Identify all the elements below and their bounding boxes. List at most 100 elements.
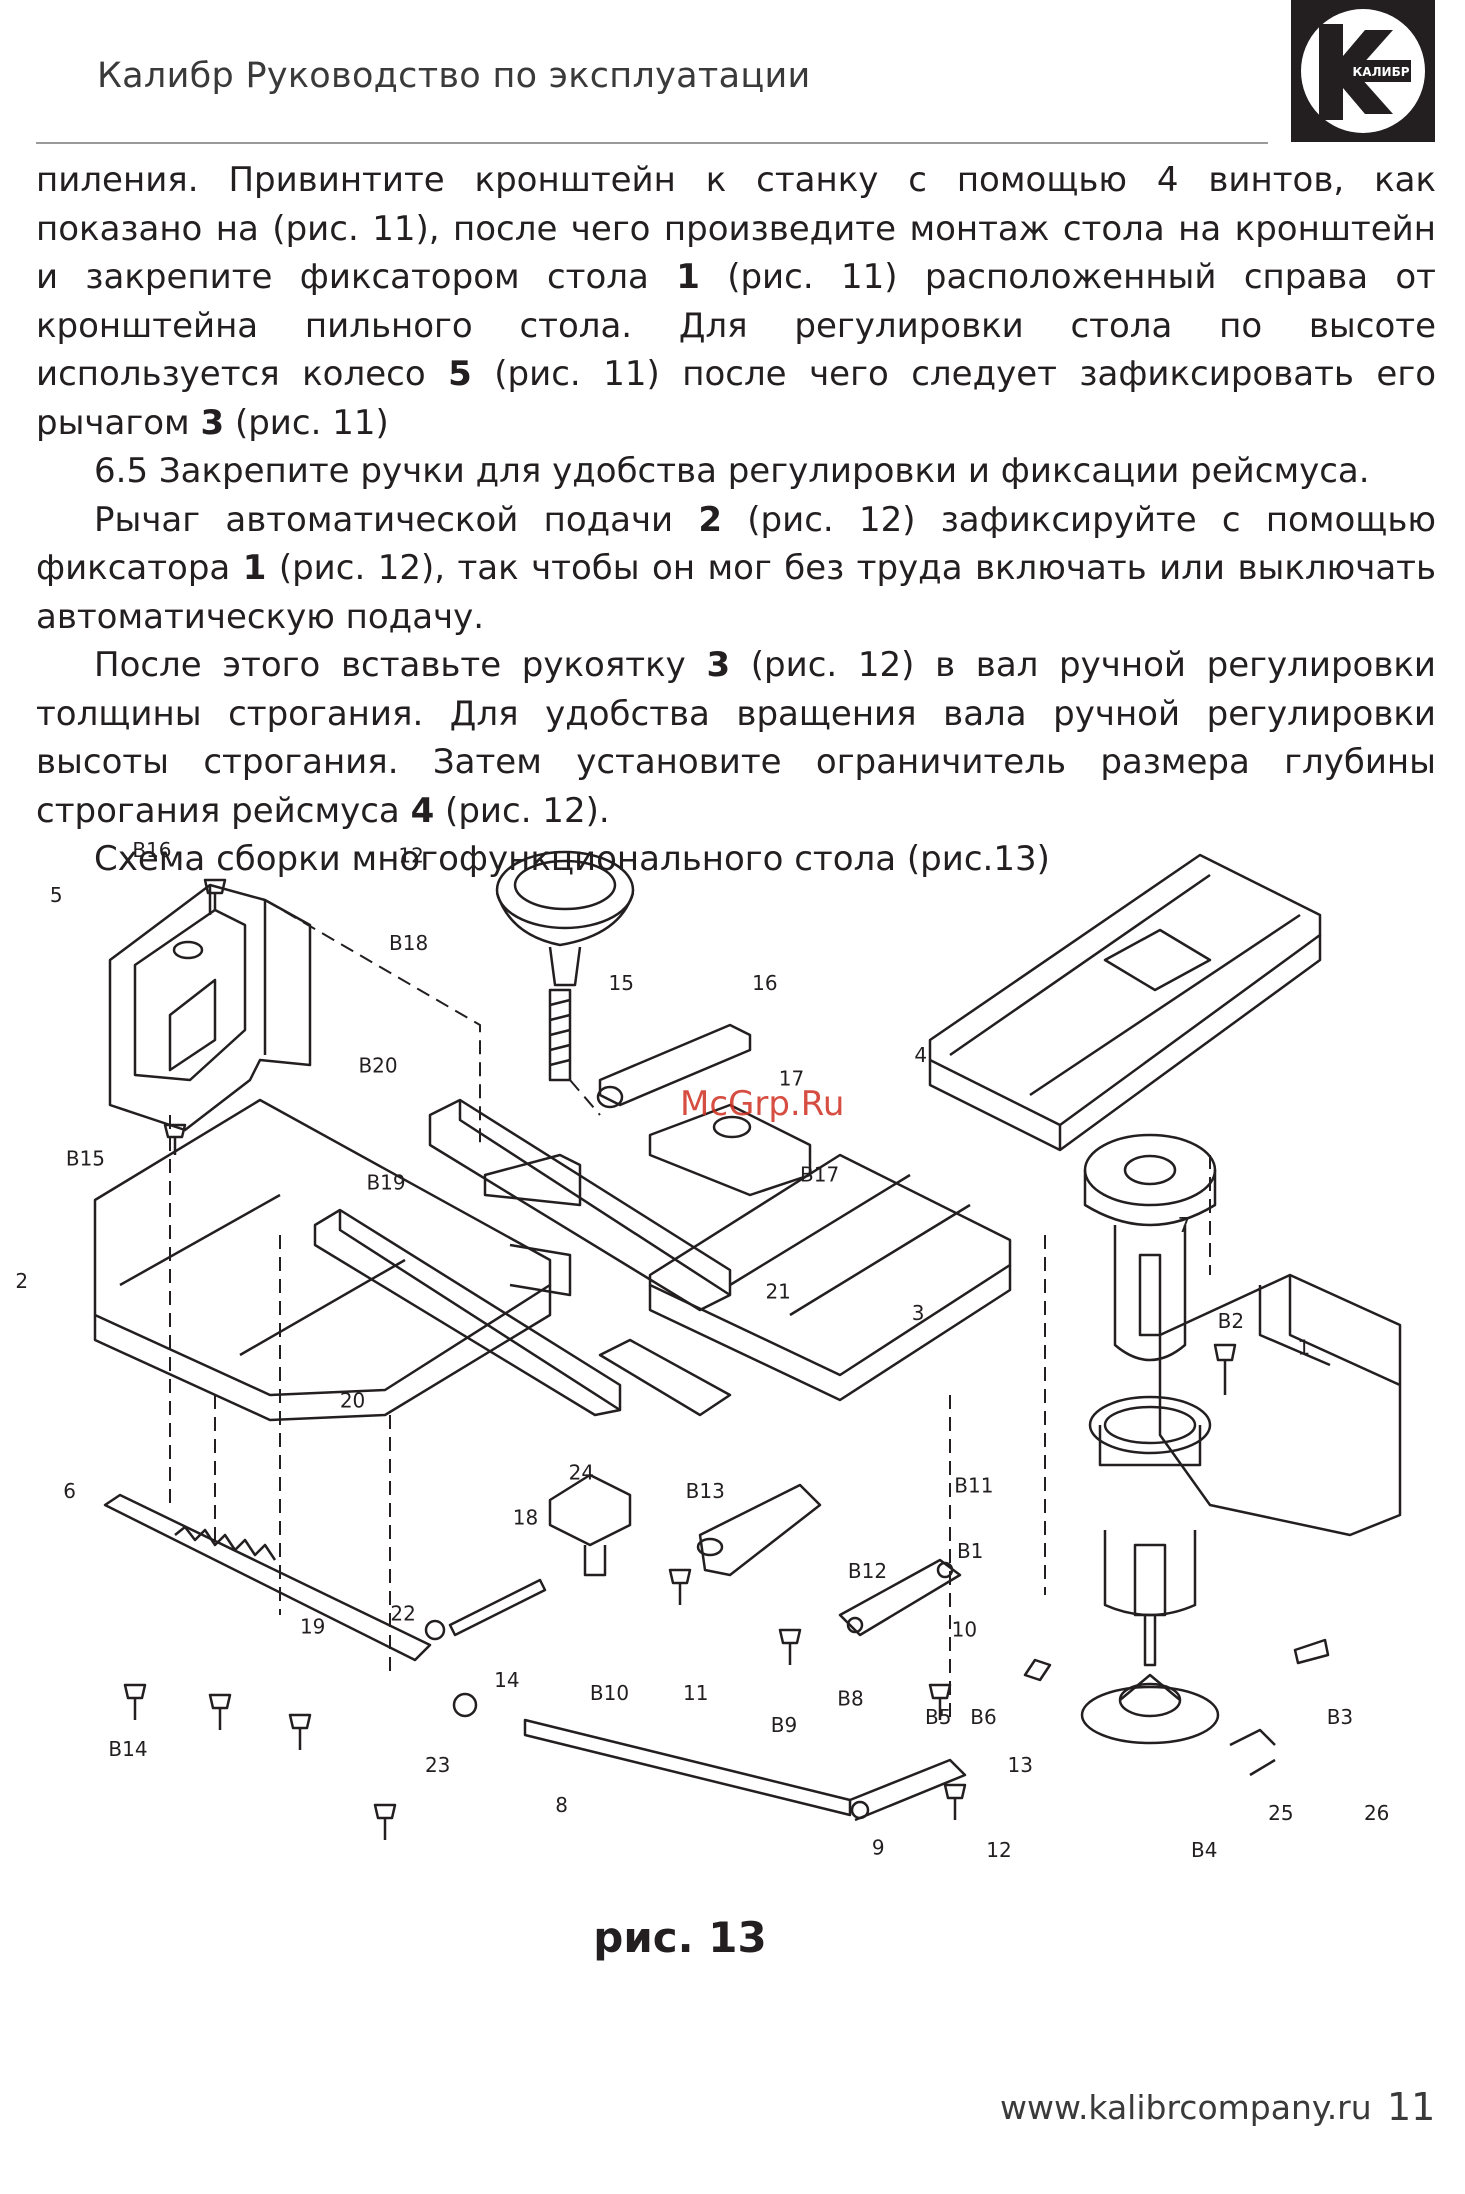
kalibr-logo: КАЛИБР: [1291, 0, 1435, 142]
paragraph: Схема сборки многофункционального стола …: [36, 835, 1436, 884]
part-label: B1: [957, 1539, 983, 1563]
bold-ref: 4: [410, 790, 435, 831]
text-run: (рис. 12) зафиксируйте с помощью фиксато…: [36, 499, 1436, 589]
body-text: пиления. Привинтите кронштейн к станку с…: [36, 156, 1436, 884]
text-run: (рис. 12).: [434, 790, 610, 831]
svg-text:КАЛИБР: КАЛИБР: [1352, 65, 1409, 79]
part-11-plate: [696, 1483, 822, 1577]
part-label: 7: [1178, 1213, 1191, 1237]
part-label: 24: [569, 1460, 594, 1484]
part-label: 1: [1297, 1335, 1310, 1359]
watermark: McGrp.Ru: [680, 1084, 844, 1124]
part-label: B17: [800, 1162, 839, 1186]
part-15-screw: [548, 988, 572, 1082]
part-14-screw: [448, 1578, 547, 1637]
paragraph: После этого вставьте рукоятку 3 (рис. 12…: [36, 641, 1436, 835]
header-title: Калибр Руководство по эксплуатации: [97, 56, 811, 96]
part-label: 8: [555, 1793, 568, 1817]
part-label: 2: [15, 1269, 28, 1293]
text-run: Рычаг автоматической подачи: [94, 499, 699, 540]
part-label: 21: [765, 1280, 790, 1304]
part-label: B15: [66, 1147, 105, 1171]
text-run: Схема сборки многофункционального стола …: [94, 839, 1050, 879]
part-label: 17: [779, 1067, 804, 1091]
part-24-bar: [598, 1338, 732, 1417]
part-label: 19: [300, 1615, 325, 1639]
part-6-rack: [103, 1493, 432, 1662]
part-20-bar: [313, 1208, 622, 1417]
part-label: B8: [837, 1686, 863, 1710]
part-label: B6: [970, 1705, 996, 1729]
part-12-handwheel-bottom: [1080, 1673, 1220, 1745]
header-divider: [36, 142, 1268, 144]
part-label: 16: [752, 971, 777, 995]
bold-ref: 1: [676, 257, 700, 297]
part-label: 10: [952, 1617, 977, 1641]
part-label: 12: [398, 843, 423, 867]
text-run: пиления. Привинтите кронштейн к станку с…: [36, 160, 1436, 297]
text-run: После этого вставьте рукоятку: [94, 645, 707, 685]
part-label: 3: [912, 1301, 925, 1325]
part-label: 20: [340, 1389, 365, 1413]
part-label: B11: [954, 1474, 993, 1498]
page-number: 11: [1387, 2085, 1436, 2129]
part-18-gear: [548, 1473, 632, 1577]
bold-ref: 3: [200, 402, 225, 443]
part-label: 25: [1268, 1801, 1293, 1825]
text-run: (рис. 11) после чего следует зафиксирова…: [36, 354, 1436, 443]
bold-ref: 5: [448, 354, 472, 394]
part-3-carriage: [648, 1153, 1012, 1402]
paragraph: 6.5 Закрепите ручки для удобства регулир…: [36, 447, 1436, 496]
part-label: 18: [513, 1506, 538, 1530]
bold-ref: 1: [242, 548, 267, 588]
part-label: B19: [366, 1170, 405, 1194]
part-label: B18: [389, 931, 428, 955]
part-1-base: [1088, 1273, 1402, 1537]
part-label: B3: [1327, 1705, 1353, 1729]
text-run: (рис. 12), так чтобы он мог без труда вк…: [36, 548, 1437, 637]
part-label: 12: [986, 1838, 1011, 1862]
part-label: B4: [1191, 1838, 1217, 1862]
screws: [123, 878, 1330, 1840]
part-13-tube: [1103, 1530, 1197, 1667]
part-label: 13: [1008, 1753, 1033, 1777]
paragraph: Рычаг автоматической подачи 2 (рис. 12) …: [36, 496, 1436, 642]
part-label: B10: [590, 1681, 629, 1705]
part-2-table: [93, 1098, 572, 1422]
part-8-shaft: [523, 1718, 967, 1822]
text-run: (рис. 11) расположенный справа от кроншт…: [36, 257, 1436, 394]
part-label: 9: [872, 1835, 885, 1859]
part-21-fence: [428, 1098, 732, 1312]
part-label: 22: [390, 1601, 415, 1625]
part-label: 26: [1364, 1801, 1389, 1825]
part-label: B14: [108, 1737, 147, 1761]
part-10-link: [838, 1558, 962, 1637]
bold-ref: 3: [706, 645, 731, 685]
part-16-slide: [596, 1023, 752, 1109]
part-7-column: [1083, 1133, 1217, 1362]
part-12-handwheel-top: [495, 850, 635, 987]
text-run: (рис. 11): [224, 402, 389, 443]
part-label: B2: [1218, 1309, 1244, 1333]
paragraph: пиления. Привинтите кронштейн к станку с…: [36, 156, 1436, 447]
text-run: (рис. 12) в вал ручной регулировки толщи…: [36, 645, 1436, 831]
part-label: 14: [494, 1668, 519, 1692]
part-5-housing: [108, 883, 312, 1132]
part-label: 23: [425, 1753, 450, 1777]
part-label: 11: [683, 1681, 708, 1705]
text-run: 6.5 Закрепите ручки для удобства регулир…: [94, 451, 1370, 491]
part-label: 15: [609, 971, 634, 995]
part-label: B12: [848, 1559, 887, 1583]
footer-url[interactable]: www.kalibrcompany.ru: [1000, 2088, 1372, 2127]
part-label: 5: [50, 883, 63, 907]
part-label: B9: [771, 1713, 797, 1737]
figure-caption: рис. 13: [593, 1913, 767, 1962]
part-label: B20: [358, 1053, 397, 1077]
part-label: B16: [132, 838, 171, 862]
part-label: 6: [63, 1479, 76, 1503]
part-label: B5: [925, 1705, 951, 1729]
part-label: 4: [914, 1043, 927, 1067]
part-label: B13: [686, 1479, 725, 1503]
part-4-rail: [928, 853, 1322, 1152]
